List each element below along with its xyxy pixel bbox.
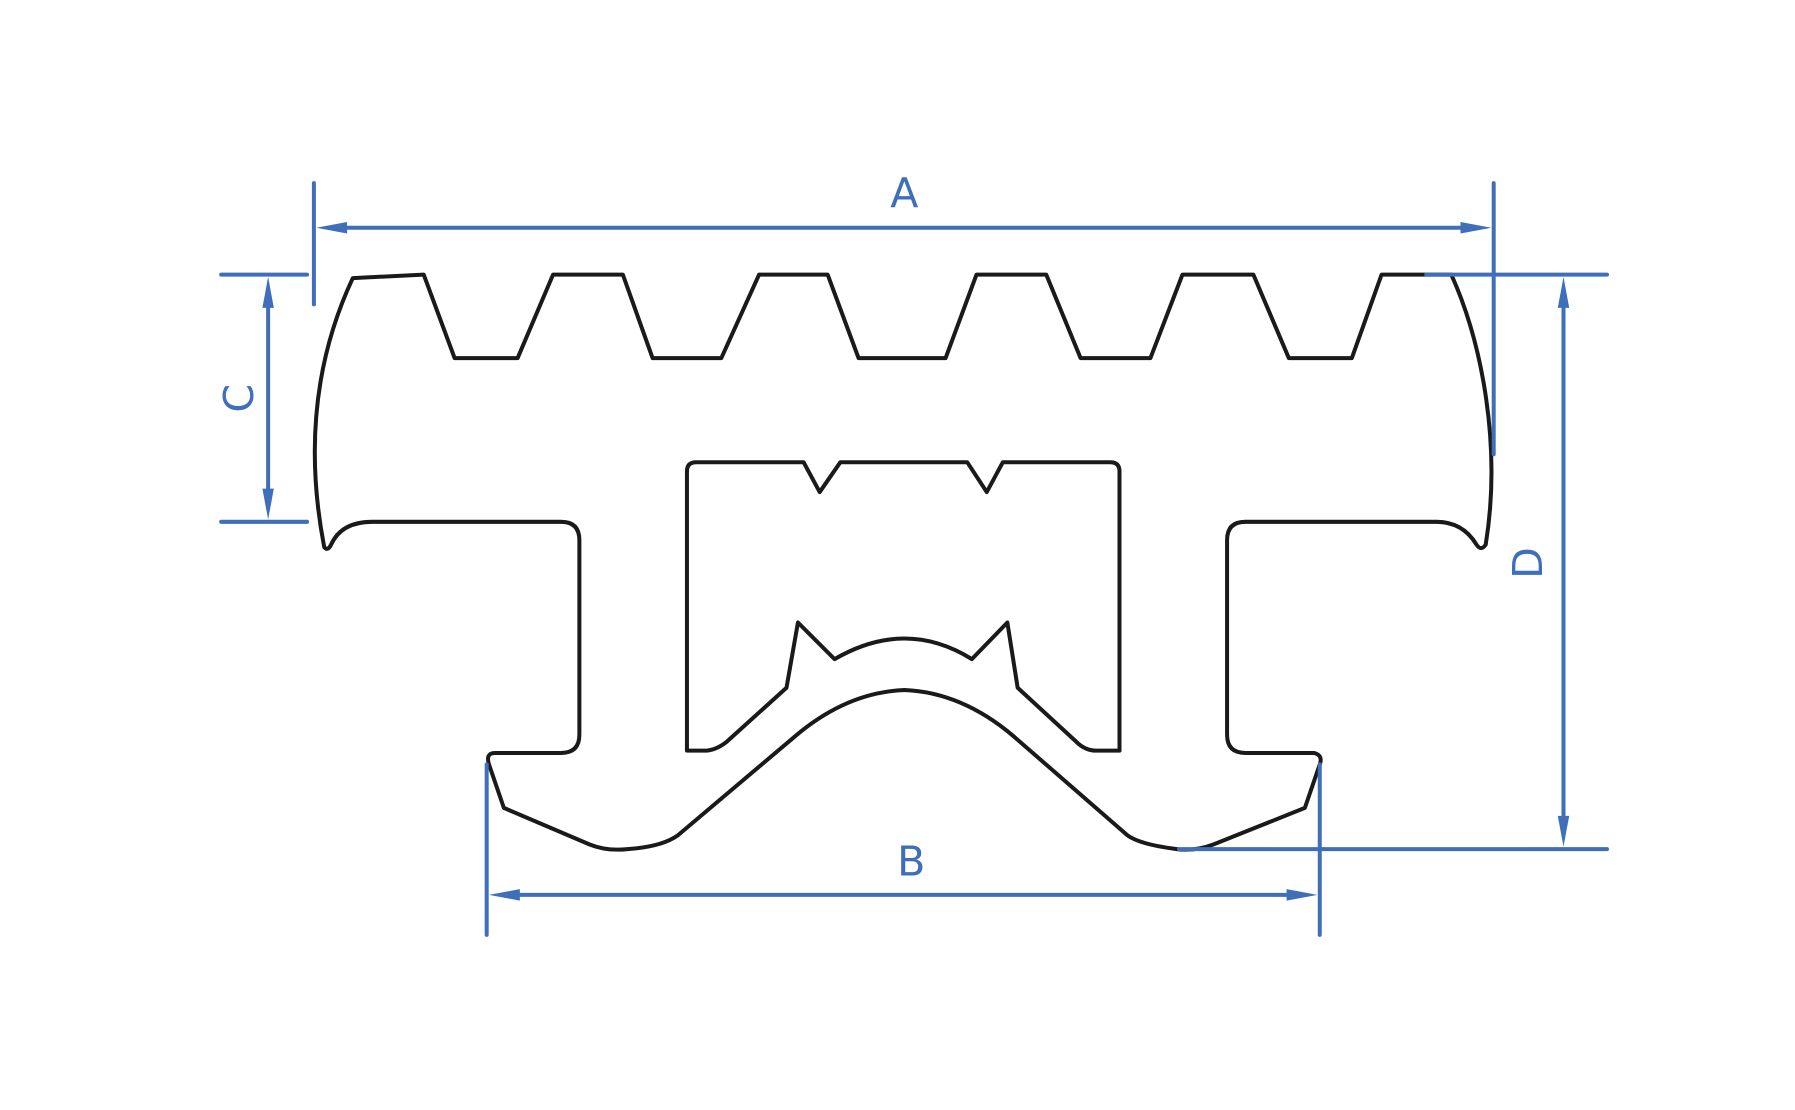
arrow-icon: [488, 889, 520, 901]
arrow-icon: [316, 222, 348, 234]
dimension-label-a: A: [890, 169, 918, 217]
profile-outer-outline: [312, 272, 1494, 852]
profile-inner-cavity: [684, 460, 1122, 753]
arrow-icon: [1557, 276, 1570, 308]
dimension-label-b: B: [897, 837, 925, 885]
dimension-c: C: [215, 272, 310, 524]
dimension-a: A: [311, 169, 1496, 457]
arrow-icon: [262, 276, 274, 308]
dimension-label-d: D: [1504, 547, 1552, 579]
arrow-icon: [1460, 222, 1492, 234]
dimension-d: D: [1177, 272, 1609, 852]
arrow-icon: [1286, 889, 1318, 901]
dimension-label-c: C: [215, 384, 263, 413]
arrow-icon: [1557, 815, 1570, 847]
arrow-icon: [262, 488, 274, 520]
